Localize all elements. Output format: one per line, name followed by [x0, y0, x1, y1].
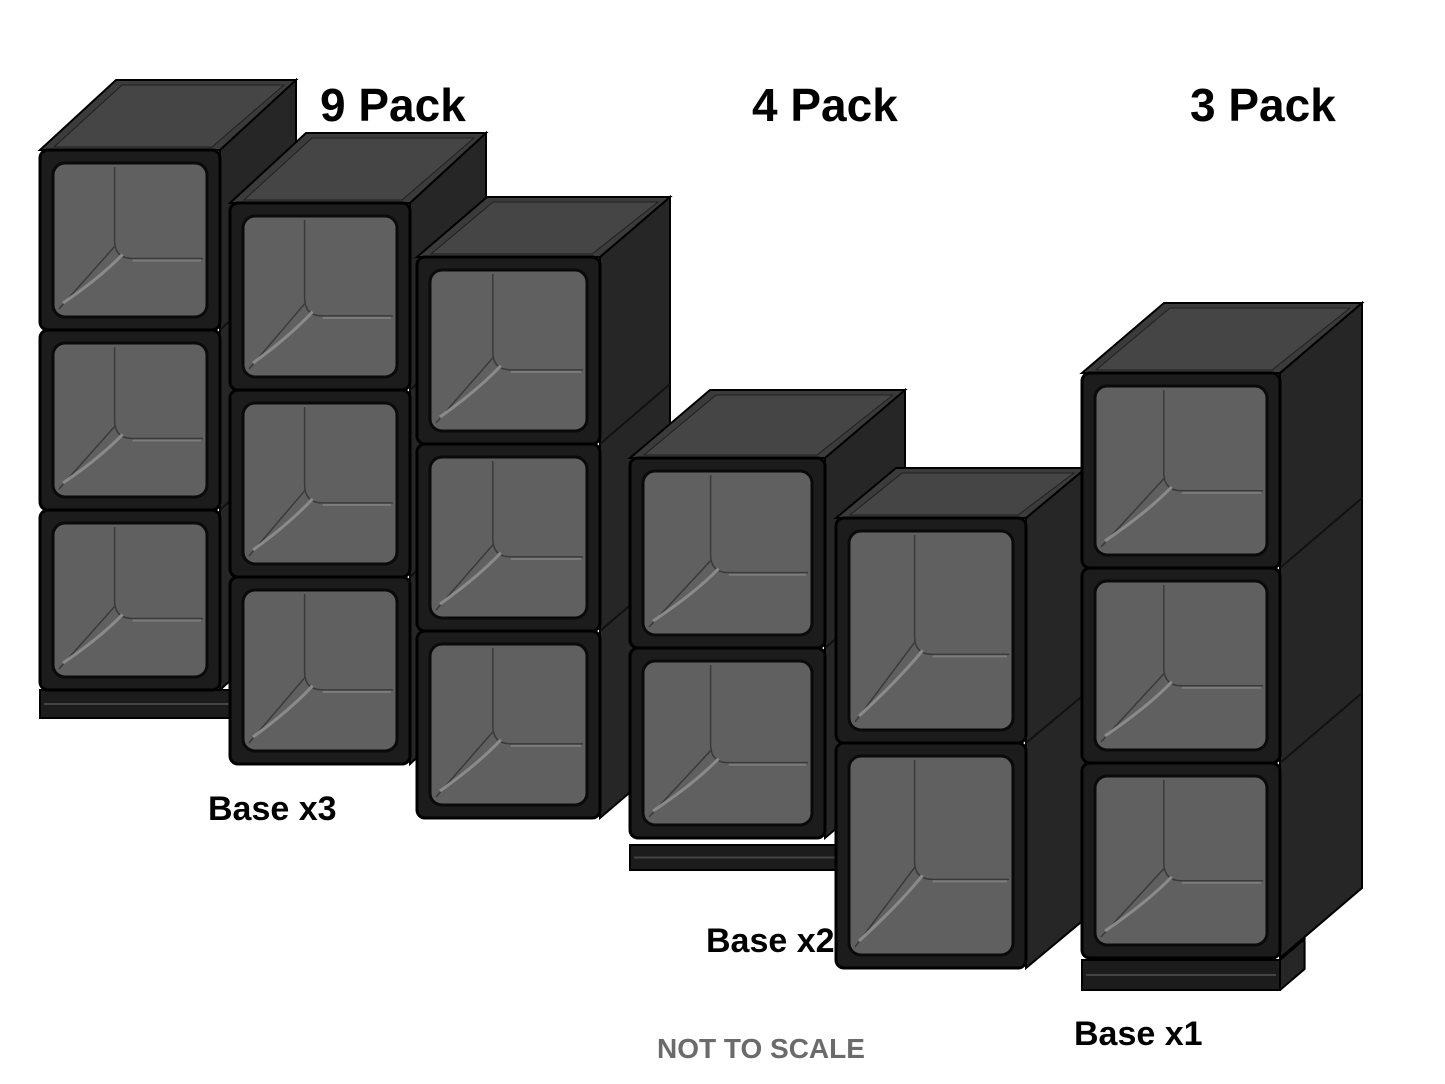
cube-front: [415, 629, 602, 820]
base-x1-label: Base x1: [1074, 1015, 1203, 1053]
cube-window: [241, 401, 399, 566]
cube-window: [1093, 384, 1269, 557]
three-pack-col-1: [1079, 300, 1365, 961]
cube-window: [241, 214, 399, 379]
cube-window: [641, 659, 814, 827]
cube-front: [38, 508, 222, 692]
cube-window: [1093, 774, 1269, 947]
base-x3-label: Base x3: [208, 790, 337, 828]
cube-window: [241, 588, 399, 753]
cube-front: [228, 201, 412, 392]
cube-window: [428, 455, 589, 620]
cube-stacks: [37, 77, 1365, 991]
cube-front: [228, 575, 412, 766]
cube-window: [847, 754, 1015, 957]
base-x2-label: Base x2: [706, 922, 835, 960]
cube-front: [834, 516, 1028, 745]
nine-pack-label: 9 Pack: [320, 79, 466, 131]
cube-window: [428, 268, 589, 433]
cube-window: [51, 521, 209, 679]
three-pack-label: 3 Pack: [1190, 79, 1336, 131]
four-pack-label: 4 Pack: [752, 79, 898, 131]
cube-front: [1080, 761, 1282, 960]
cube-window: [847, 529, 1015, 732]
cube-side-face: [1279, 300, 1363, 961]
nine-pack-col-3: [414, 194, 673, 821]
cube-front: [834, 741, 1028, 970]
cube-front: [628, 646, 827, 840]
cube-front: [628, 456, 827, 650]
cube-front: [228, 388, 412, 579]
cube-window: [641, 469, 814, 637]
cube-front: [38, 328, 222, 512]
cube-window: [51, 341, 209, 499]
cube-front: [38, 148, 222, 332]
cube-window: [428, 642, 589, 807]
cube-window: [1093, 579, 1269, 752]
cube-front: [1080, 566, 1282, 765]
not-to-scale-note: NOT TO SCALE: [657, 1033, 865, 1064]
cube-front: [1080, 371, 1282, 570]
cube-front: [415, 442, 602, 633]
four-pack-col-2: [833, 465, 1089, 971]
cube-front: [415, 255, 602, 446]
cube-window: [51, 161, 209, 319]
three-pack-base: [1081, 936, 1306, 991]
